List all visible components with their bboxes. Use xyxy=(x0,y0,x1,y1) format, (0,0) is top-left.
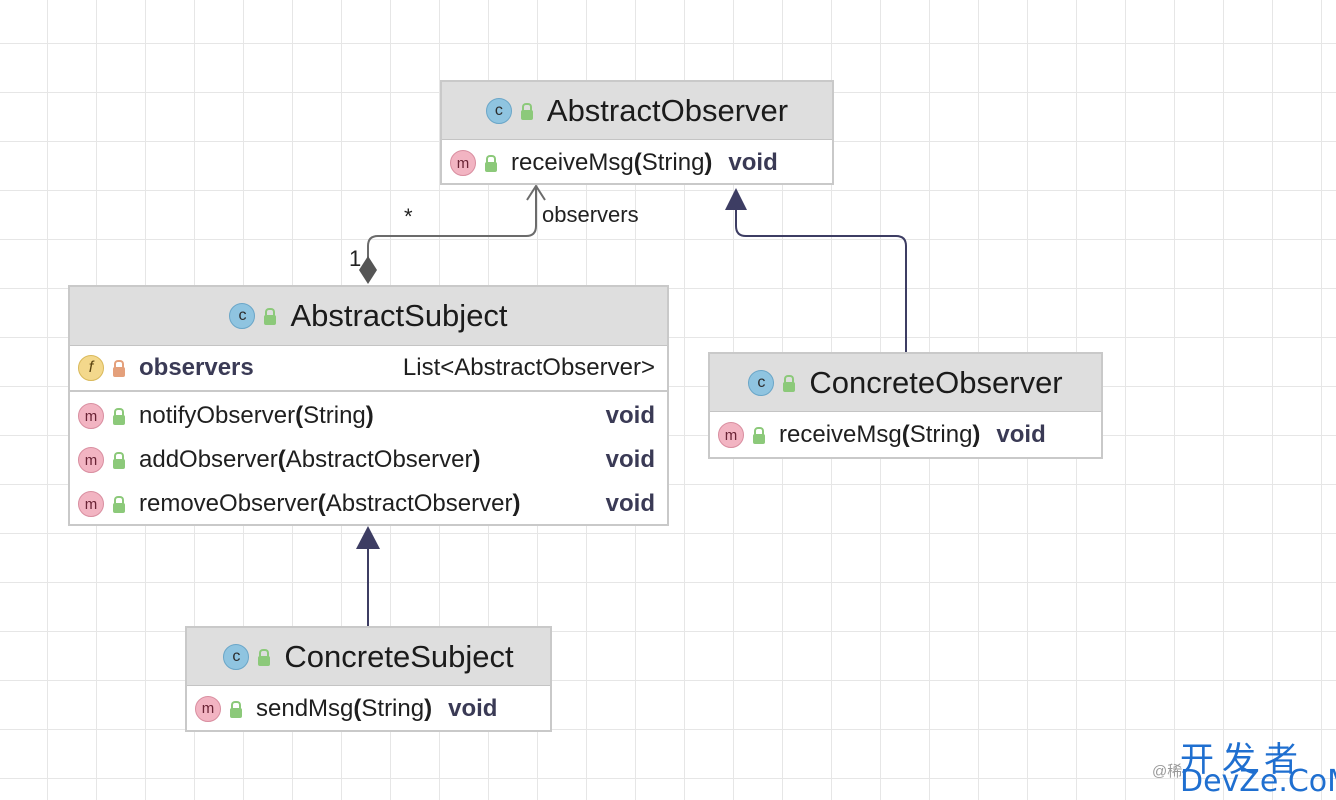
class-name: ConcreteSubject xyxy=(284,638,514,674)
association-arrowhead xyxy=(526,184,546,201)
class-name: ConcreteObserver xyxy=(809,364,1063,400)
method-params: AbstractObserver xyxy=(325,490,513,517)
method-row[interactable]: m sendMsg(String) void xyxy=(187,686,550,731)
method-return-type: void xyxy=(605,490,655,517)
class-header: c ConcreteSubject xyxy=(187,628,550,686)
method-icon: m xyxy=(450,150,476,176)
method-params: String xyxy=(303,402,366,429)
generalization-arrowhead-subject xyxy=(356,526,380,549)
method-row[interactable]: m addObserver(AbstractObserver) void xyxy=(70,438,667,482)
public-lock-icon xyxy=(113,408,125,425)
method-row[interactable]: m removeObserver(AbstractObserver) void xyxy=(70,482,667,526)
method-name: receiveMsg xyxy=(511,149,634,176)
class-header: c AbstractObserver xyxy=(442,82,832,140)
association-role: observers xyxy=(542,202,639,227)
class-name: AbstractSubject xyxy=(290,298,508,333)
public-lock-icon xyxy=(783,374,796,392)
method-icon: m xyxy=(195,695,221,722)
method-params: AbstractObserver xyxy=(285,446,473,473)
watermark-prefix: @稀 xyxy=(1152,763,1183,780)
method-return-type: void xyxy=(448,694,498,722)
method-name: removeObserver xyxy=(139,490,318,517)
abstract-class-icon: c xyxy=(229,303,256,329)
method-params: String xyxy=(641,149,705,176)
field-name: observers xyxy=(139,354,254,381)
method-params: String xyxy=(361,694,425,722)
class-concrete-observer[interactable]: c ConcreteObserver m receiveMsg(String) … xyxy=(708,352,1103,459)
class-icon: c xyxy=(748,369,775,396)
class-name: AbstractObserver xyxy=(546,92,789,128)
method-return-type: void xyxy=(996,421,1046,448)
public-lock-icon xyxy=(520,102,533,120)
class-abstract-observer[interactable]: c AbstractObserver m receiveMsg(String) … xyxy=(440,80,834,185)
multiplicity-target: * xyxy=(404,204,413,229)
class-header: c AbstractSubject xyxy=(70,287,667,346)
public-lock-icon xyxy=(113,496,125,513)
method-params: String xyxy=(909,421,973,448)
method-return-type: void xyxy=(605,446,655,473)
field-row[interactable]: f observers List<AbstractObserver> xyxy=(70,346,667,392)
method-icon: m xyxy=(78,491,104,517)
method-return-type: void xyxy=(605,402,655,429)
public-lock-icon xyxy=(485,155,497,172)
public-lock-icon xyxy=(230,700,242,718)
class-abstract-subject[interactable]: c AbstractSubject f observers List<Abstr… xyxy=(68,285,669,526)
public-lock-icon xyxy=(753,427,765,444)
class-concrete-subject[interactable]: c ConcreteSubject m sendMsg(String) void xyxy=(185,626,552,732)
method-row[interactable]: m receiveMsg(String) void xyxy=(710,412,1101,458)
public-lock-icon xyxy=(264,308,277,325)
multiplicity-source: 1 xyxy=(349,246,362,271)
class-icon: c xyxy=(223,643,250,670)
class-header: c ConcreteObserver xyxy=(710,354,1101,412)
method-icon: m xyxy=(78,403,104,429)
association-line xyxy=(367,188,537,268)
field-type: List<AbstractObserver> xyxy=(402,354,655,381)
generalization-arrowhead-observer xyxy=(725,188,747,210)
public-lock-icon xyxy=(113,452,125,469)
method-name: notifyObserver xyxy=(139,402,296,429)
composition-diamond xyxy=(359,256,377,284)
public-lock-icon xyxy=(258,648,271,666)
watermark-line1: 开发者 xyxy=(1180,740,1306,780)
method-row[interactable]: m notifyObserver(String) void xyxy=(70,394,667,438)
field-icon: f xyxy=(78,355,104,381)
method-name: receiveMsg xyxy=(779,421,902,448)
watermark-line2: DevZe.CoM xyxy=(1180,764,1336,799)
method-row[interactable]: m receiveMsg(String) void xyxy=(442,140,832,186)
private-lock-icon xyxy=(113,360,125,377)
method-name: addObserver xyxy=(139,446,278,473)
abstract-class-icon: c xyxy=(485,97,512,124)
method-return-type: void xyxy=(728,149,778,176)
generalization-line-observer xyxy=(735,210,907,352)
method-name: sendMsg xyxy=(256,694,354,722)
method-icon: m xyxy=(78,447,104,473)
method-icon: m xyxy=(718,422,744,448)
